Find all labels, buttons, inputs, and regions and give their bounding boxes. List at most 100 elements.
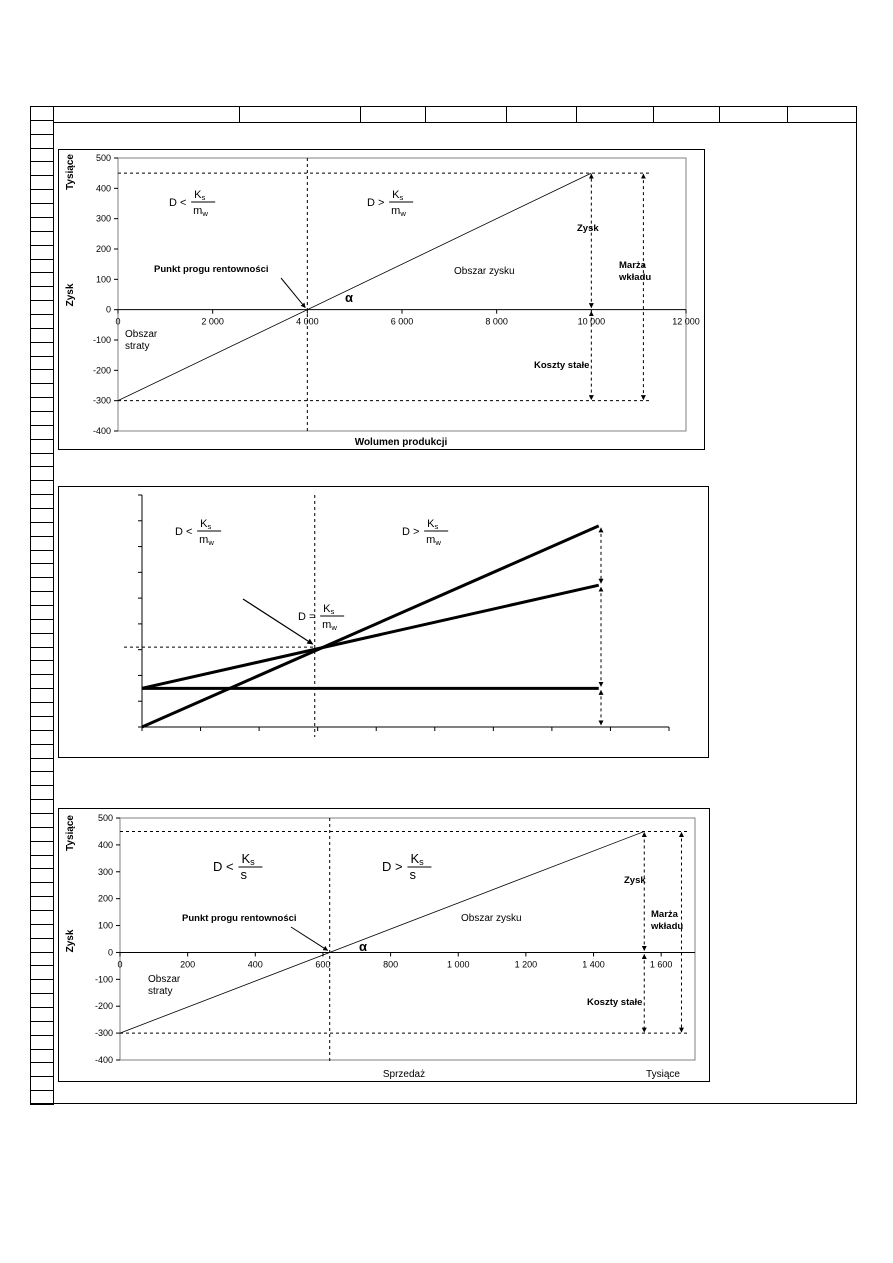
row-divider bbox=[30, 577, 54, 579]
formula-left-numerator: Ks bbox=[200, 518, 211, 531]
y-tick-label: 400 bbox=[96, 183, 111, 193]
row-header-border bbox=[53, 106, 54, 1104]
x-tick-label: 1 600 bbox=[650, 959, 673, 969]
row-divider bbox=[30, 563, 54, 565]
column-divider bbox=[425, 106, 426, 123]
row-divider bbox=[30, 119, 54, 121]
column-divider bbox=[360, 106, 361, 123]
profit-label: Zysk bbox=[624, 875, 646, 886]
y-tick-label: -200 bbox=[93, 365, 111, 375]
row-divider bbox=[30, 175, 54, 177]
formula-left-prefix: D < bbox=[169, 197, 186, 209]
row-divider bbox=[30, 216, 54, 218]
profit-line bbox=[119, 831, 645, 1034]
row-divider bbox=[30, 785, 54, 787]
row-divider bbox=[30, 812, 54, 814]
x-axis-label: Sprzedaż bbox=[383, 1069, 425, 1080]
row-divider bbox=[30, 605, 54, 606]
loss-area-label-line1: Obszar bbox=[125, 329, 158, 340]
y-tick-label: -400 bbox=[95, 1055, 113, 1065]
row-divider bbox=[30, 826, 54, 828]
break-even-label: Punkt progu rentowności bbox=[154, 264, 269, 275]
row-divider bbox=[30, 452, 54, 454]
row-divider bbox=[30, 1104, 54, 1105]
y-tick-label: 300 bbox=[98, 867, 113, 877]
break-even-label: Punkt progu rentowności bbox=[182, 913, 297, 924]
y-tick-label: 0 bbox=[106, 305, 111, 315]
x-tick-label: 12 000 bbox=[672, 317, 700, 327]
formula-right-numerator: Ks bbox=[427, 518, 438, 531]
row-divider bbox=[30, 909, 54, 911]
row-divider bbox=[30, 355, 54, 357]
margin-label-line1: Marża bbox=[651, 909, 679, 920]
y-tick-label: 200 bbox=[96, 244, 111, 254]
x-tick-label: 1 200 bbox=[515, 959, 538, 969]
row-divider bbox=[30, 799, 54, 801]
formula-right-denominator: mw bbox=[426, 534, 441, 547]
y-axis-label-bottom: Zysk bbox=[65, 283, 76, 306]
column-divider bbox=[719, 106, 720, 123]
row-header-column bbox=[30, 106, 54, 1105]
row-divider bbox=[30, 993, 54, 995]
formula-left-denominator: mw bbox=[199, 534, 214, 547]
row-divider bbox=[30, 147, 54, 149]
alpha-angle-label: α bbox=[345, 290, 353, 305]
column-divider bbox=[653, 106, 654, 123]
x-tick-label: 600 bbox=[315, 959, 330, 969]
y-axis-label-bottom: Zysk bbox=[65, 929, 76, 952]
formula-left-denominator: s bbox=[240, 867, 247, 882]
row-divider bbox=[30, 272, 54, 274]
y-tick-label: 0 bbox=[108, 947, 113, 957]
x-tick-label: 6 000 bbox=[391, 317, 414, 327]
column-divider bbox=[576, 106, 577, 123]
fixed-costs-label: Koszty stałe bbox=[587, 997, 642, 1008]
row-divider bbox=[30, 410, 54, 412]
row-divider bbox=[30, 535, 54, 537]
x-tick-label: 0 bbox=[117, 959, 122, 969]
y-tick-label: 100 bbox=[96, 274, 111, 284]
x-tick-label: 1 400 bbox=[582, 959, 605, 969]
row-divider bbox=[30, 494, 54, 496]
y-tick-label: 200 bbox=[98, 894, 113, 904]
y-tick-label: 500 bbox=[98, 813, 113, 823]
formula-left-denominator: mw bbox=[193, 205, 208, 218]
x-axis-unit-label: Tysiące bbox=[646, 1069, 680, 1080]
row-divider bbox=[30, 466, 54, 468]
loss-area-label-line2: straty bbox=[125, 341, 149, 352]
row-divider bbox=[30, 341, 54, 343]
formula-right-denominator: mw bbox=[391, 205, 406, 218]
column-header-row bbox=[54, 106, 857, 123]
row-divider bbox=[30, 480, 54, 482]
x-tick-label: 800 bbox=[383, 959, 398, 969]
row-divider bbox=[30, 965, 54, 967]
row-divider bbox=[30, 715, 54, 717]
y-tick-label: -300 bbox=[95, 1028, 113, 1038]
formula-center-denominator: mw bbox=[322, 619, 337, 632]
break-even-pointer-arrow bbox=[242, 598, 314, 645]
row-divider bbox=[30, 1076, 54, 1078]
row-divider bbox=[30, 771, 54, 773]
profit-area-label: Obszar zysku bbox=[461, 913, 522, 924]
row-divider bbox=[30, 258, 54, 260]
row-divider bbox=[30, 674, 54, 676]
row-divider bbox=[30, 632, 54, 634]
formula-center-numerator: Ks bbox=[323, 603, 334, 616]
formula-left-prefix: D < bbox=[213, 859, 234, 874]
row-divider bbox=[30, 230, 54, 232]
y-tick-label: -300 bbox=[93, 396, 111, 406]
y-tick-label: 100 bbox=[98, 921, 113, 931]
x-axis-label: Wolumen produkcji bbox=[355, 437, 448, 448]
row-divider bbox=[30, 951, 54, 953]
row-divider bbox=[30, 1034, 54, 1036]
y-tick-label: -200 bbox=[95, 1001, 113, 1011]
row-divider bbox=[30, 1048, 54, 1050]
row-divider bbox=[30, 868, 54, 870]
row-divider bbox=[30, 702, 54, 703]
margin-label-line1: Marża bbox=[619, 260, 647, 271]
row-divider bbox=[30, 757, 54, 759]
formula-center-prefix: D = bbox=[298, 611, 315, 623]
y-tick-label: -400 bbox=[93, 426, 111, 436]
plot-area bbox=[119, 817, 696, 1061]
